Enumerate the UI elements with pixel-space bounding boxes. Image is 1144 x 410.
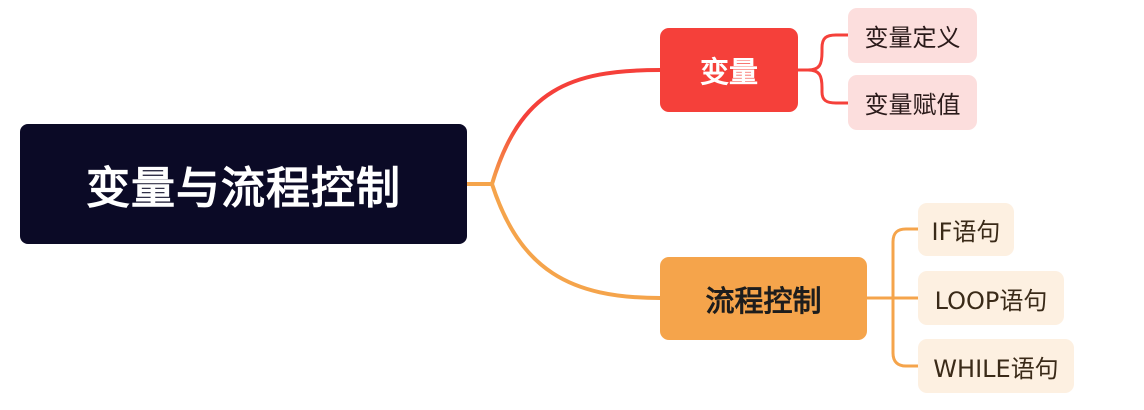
connector-root-to-flow [490,182,662,300]
connector-flow-to-while [891,298,918,368]
connector-variable-to-definition [798,33,848,72]
branch-node-variable[interactable]: 变量 [660,28,798,112]
leaf-node-variable-assignment[interactable]: 变量赋值 [848,75,977,130]
leaf-node-label: 变量赋值 [864,91,961,119]
leaf-node-variable-definition[interactable]: 变量定义 [848,8,977,63]
connector-flow-to-if [891,227,918,298]
branch-node-flow-control[interactable]: 流程控制 [660,257,867,340]
leaf-node-label: LOOP语句 [934,286,1048,315]
leaf-node-while-statement[interactable]: WHILE语句 [918,339,1074,393]
leaf-node-label: 变量定义 [864,24,961,52]
branch-node-variable-label: 变量 [699,55,758,89]
connector-root-to-variable [490,68,662,186]
root-node-label: 变量与流程控制 [86,163,401,214]
root-node[interactable]: 变量与流程控制 [20,124,467,244]
leaf-node-label: WHILE语句 [933,354,1059,383]
leaf-node-loop-statement[interactable]: LOOP语句 [918,271,1064,325]
leaf-node-label: IF语句 [931,218,1001,246]
connector-variable-to-assignment [798,68,848,105]
leaf-node-if-statement[interactable]: IF语句 [918,203,1014,256]
branch-node-flow-control-label: 流程控制 [705,283,822,318]
